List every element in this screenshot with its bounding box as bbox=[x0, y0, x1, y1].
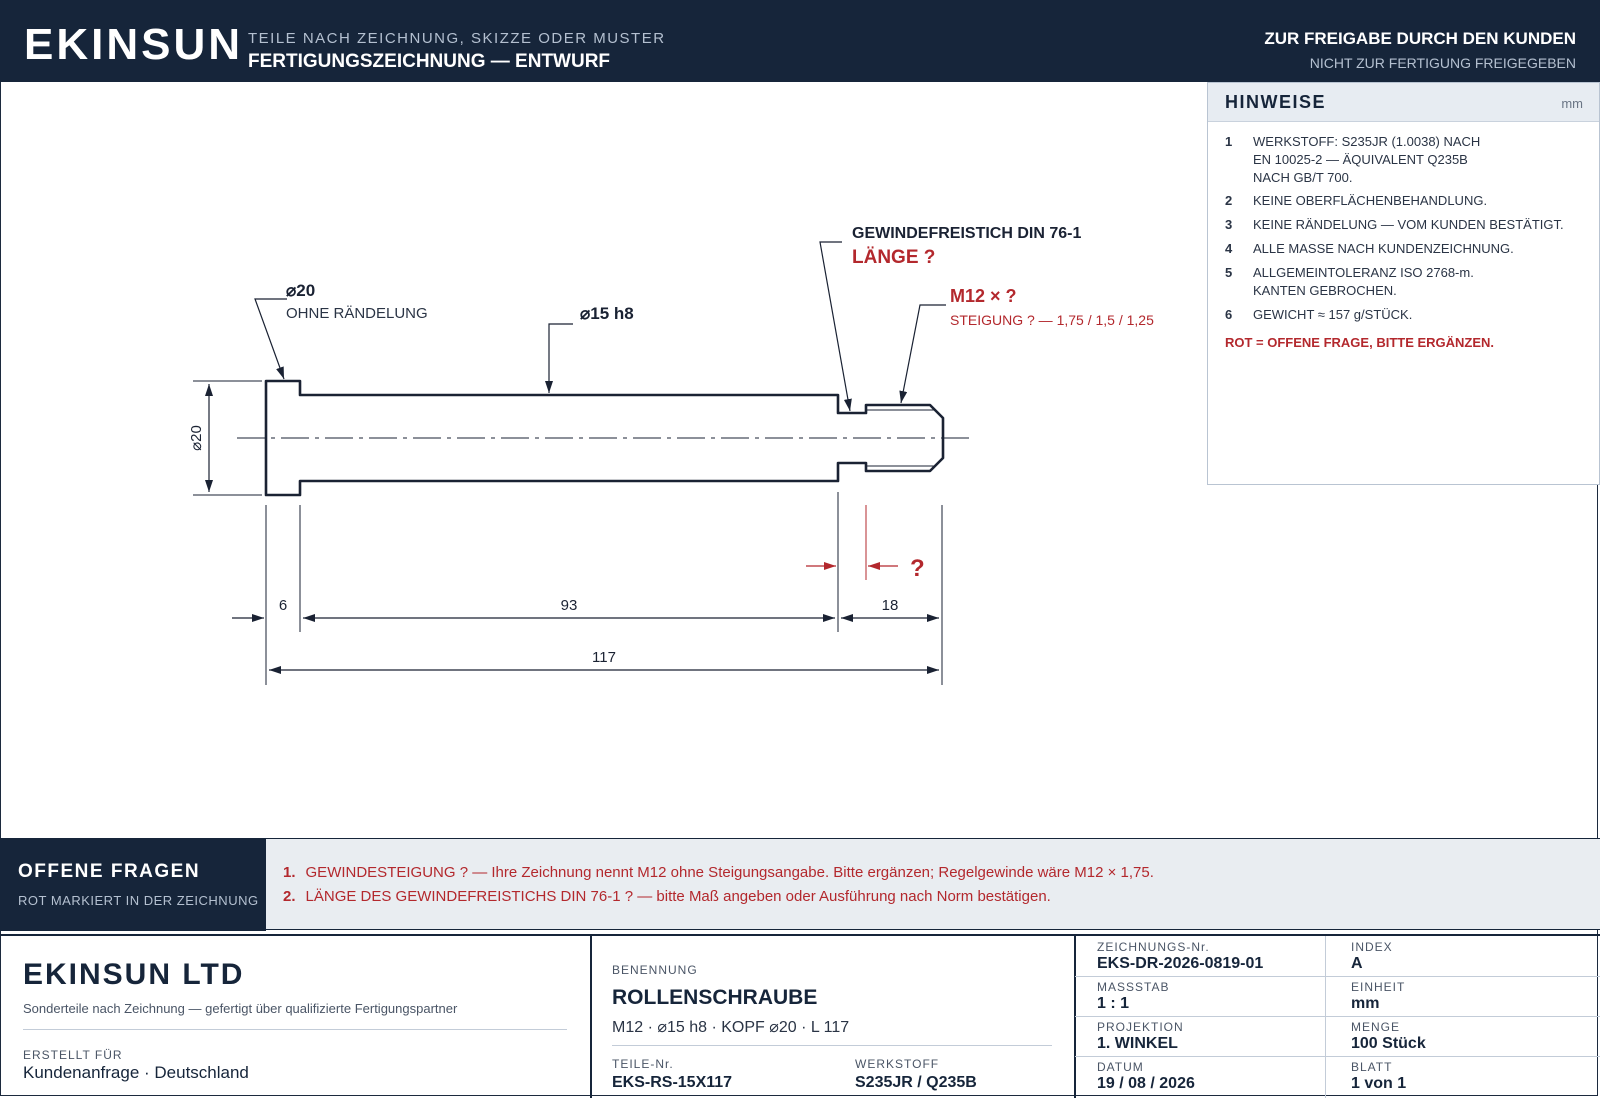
unit-value: mm bbox=[1351, 995, 1380, 1012]
drawing-number: EKS-DR-2026-0819-01 bbox=[1097, 955, 1264, 972]
notes-unit: mm bbox=[1561, 96, 1583, 111]
open-questions-bar: OFFENE FRAGEN ROT MARKIERT IN DER ZEICHN… bbox=[0, 838, 1600, 931]
header-bar: EKINSUN TEILE NACH ZEICHNUNG, SKIZZE ODE… bbox=[0, 0, 1600, 82]
created-for-value: Kundenanfrage · Deutschland bbox=[23, 1063, 249, 1082]
part-drawing: ⌀20 6 93 18 117 ? ⌀20 OHNE RÄNDELUNG ⌀15… bbox=[188, 225, 1154, 685]
quantity-value: 100 Stück bbox=[1351, 1035, 1426, 1052]
part-number-label: TEILE-Nr. bbox=[612, 1057, 674, 1071]
leader-head bbox=[254, 298, 287, 380]
leader-thread bbox=[899, 304, 946, 404]
header-subtitle: TEILE NACH ZEICHNUNG, SKIZZE ODER MUSTER bbox=[248, 30, 666, 47]
divider bbox=[1075, 1016, 1600, 1017]
question-item: 1.GEWINDESTEIGUNG ? — Ihre Zeichnung nen… bbox=[283, 864, 1154, 881]
material-value: S235JR / Q235B bbox=[855, 1074, 977, 1091]
open-questions-subtitle: ROT MARKIERT IN DER ZEICHNUNG bbox=[18, 893, 259, 908]
title-block-fields: ZEICHNUNGS-Nr. EKS-DR-2026-0819-01 INDEX… bbox=[1075, 936, 1600, 1098]
notes-title: HINWEISE bbox=[1225, 92, 1327, 112]
divider bbox=[1075, 976, 1600, 977]
part-outline bbox=[264, 379, 945, 497]
notes-red-legend: ROT = OFFENE FRAGE, BITTE ERGÄNZEN. bbox=[1225, 335, 1495, 350]
dim-undercut-question: ? bbox=[910, 555, 925, 582]
dim-total-length-text: 117 bbox=[592, 649, 616, 666]
approval-note: NICHT ZUR FERTIGUNG FREIGEGEBEN bbox=[1309, 55, 1576, 71]
part-name: ROLLENSCHRAUBE bbox=[612, 986, 818, 1009]
date-value: 19 / 08 / 2026 bbox=[1097, 1075, 1195, 1092]
dim-shaft-length-text: 93 bbox=[561, 597, 578, 614]
callout-shaft-diameter: ⌀15 h8 bbox=[580, 304, 634, 323]
question-item: 2.LÄNGE DES GEWINDEFREISTICHS DIN 76-1 ?… bbox=[283, 888, 1051, 905]
dim-head-length-text: 6 bbox=[279, 597, 287, 614]
sheet-value: 1 von 1 bbox=[1351, 1075, 1407, 1092]
projection-label: PROJEKTION bbox=[1097, 1020, 1184, 1034]
company-name: EKINSUN LTD bbox=[23, 958, 245, 991]
leader-shaft bbox=[545, 323, 573, 393]
callout-head-note: OHNE RÄNDELUNG bbox=[286, 305, 428, 322]
revision-label: INDEX bbox=[1351, 940, 1393, 954]
title-block-part: BENENNUNG ROLLENSCHRAUBE M12 · ⌀15 h8 · … bbox=[590, 936, 1076, 1098]
title-block: EKINSUN LTD Sonderteile nach Zeichnung —… bbox=[0, 934, 1600, 1098]
dim-head-diameter-text: ⌀20 bbox=[188, 425, 205, 451]
drawing-number-label: ZEICHNUNGS-Nr. bbox=[1097, 940, 1210, 954]
scale-label: MASSSTAB bbox=[1097, 980, 1170, 994]
callout-undercut-title: GEWINDEFREISTICH DIN 76-1 bbox=[852, 225, 1081, 242]
callout-head-diameter: ⌀20 bbox=[286, 281, 315, 300]
notes-header: HINWEISE mm bbox=[1208, 83, 1599, 122]
company-tagline: Sonderteile nach Zeichnung — gefertigt ü… bbox=[23, 1001, 458, 1016]
callout-thread: M12 × ? bbox=[950, 286, 1017, 306]
divider bbox=[1075, 1056, 1600, 1057]
brand-logo: EKINSUN bbox=[24, 20, 244, 69]
divider bbox=[1325, 936, 1326, 1098]
divider bbox=[23, 1029, 567, 1030]
projection-value: 1. WINKEL bbox=[1097, 1035, 1178, 1052]
scale-value: 1 : 1 bbox=[1097, 995, 1130, 1012]
material-label: WERKSTOFF bbox=[855, 1057, 940, 1071]
header-title: FERTIGUNGSZEICHNUNG — ENTWURF bbox=[248, 51, 611, 72]
part-number: EKS-RS-15X117 bbox=[612, 1074, 733, 1091]
part-name-label: BENENNUNG bbox=[612, 963, 698, 977]
created-for-label: ERSTELLT FÜR bbox=[23, 1048, 123, 1062]
divider bbox=[612, 1045, 1052, 1046]
callout-undercut-question: LÄNGE ? bbox=[852, 247, 935, 268]
open-questions-label: OFFENE FRAGEN ROT MARKIERT IN DER ZEICHN… bbox=[0, 839, 266, 931]
open-questions-title: OFFENE FRAGEN bbox=[18, 861, 201, 882]
title-block-company: EKINSUN LTD Sonderteile nach Zeichnung —… bbox=[0, 936, 592, 1098]
date-label: DATUM bbox=[1097, 1060, 1144, 1074]
revision-value: A bbox=[1351, 955, 1363, 972]
callout-thread-pitch: STEIGUNG ? — 1,75 / 1,5 / 1,25 bbox=[950, 312, 1154, 328]
leader-undercut bbox=[819, 241, 852, 412]
unit-label: EINHEIT bbox=[1351, 980, 1406, 994]
dim-thread-length-text: 18 bbox=[882, 597, 899, 614]
approval-status: ZUR FREIGABE DURCH DEN KUNDEN bbox=[1264, 29, 1576, 48]
part-name-sub: M12 · ⌀15 h8 · KOPF ⌀20 · L 117 bbox=[612, 1019, 850, 1036]
quantity-label: MENGE bbox=[1351, 1020, 1401, 1034]
sheet-label: BLATT bbox=[1351, 1060, 1393, 1074]
